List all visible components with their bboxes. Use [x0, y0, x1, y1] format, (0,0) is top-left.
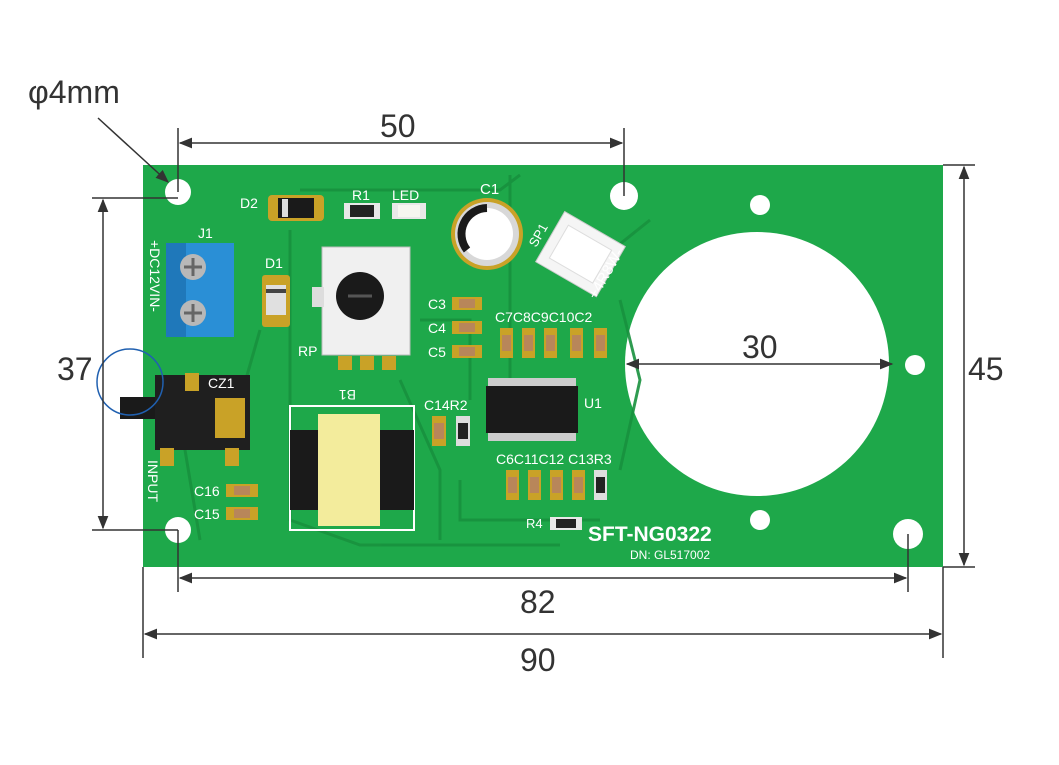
label-c7-row: C7C8C9C10C2	[495, 309, 592, 325]
model-number: SFT-NG0322	[588, 523, 712, 546]
speaker-connector-sp1	[535, 210, 626, 298]
label-led: LED	[392, 187, 419, 203]
label-cz1: CZ1	[208, 375, 235, 391]
capacitors-c16-c15	[226, 484, 258, 520]
capacitor-c1	[451, 198, 523, 270]
speaker-hole-right	[905, 355, 925, 375]
audio-jack-cz1	[120, 373, 250, 466]
dimension-37-label: 37	[57, 351, 93, 387]
label-b1: B1	[339, 387, 356, 403]
dimension-30-label: 30	[742, 329, 778, 365]
label-d1: D1	[265, 255, 283, 271]
label-input: INPUT	[145, 460, 161, 502]
label-c5: C5	[428, 344, 446, 360]
label-power-input: +DC12VIN-	[147, 240, 163, 312]
hole-leader-line	[97, 117, 169, 183]
pcb-board: D2 R1 LED C1 SP1 +4R8W-	[96, 165, 943, 567]
dimension-90-label: 90	[520, 642, 556, 678]
resistor-r4	[550, 517, 582, 530]
led	[392, 203, 426, 219]
dimension-labels: φ4mm 50 37 45 30 82 90	[28, 74, 1004, 678]
label-j1: J1	[198, 225, 213, 241]
potentiometer-rp	[312, 246, 411, 370]
capacitors-c3-c5	[452, 297, 482, 358]
hole-marker-circle	[96, 348, 164, 416]
label-u1: U1	[584, 395, 602, 411]
label-c3: C3	[428, 296, 446, 312]
label-r4: R4	[526, 516, 543, 531]
label-c16: C16	[194, 483, 220, 499]
transformer-b1	[289, 405, 415, 531]
ic-u1	[486, 378, 578, 441]
dimension-45-label: 45	[968, 351, 1004, 387]
label-c6-row: C6C11C12 C13R3	[496, 451, 612, 467]
label-c1: C1	[480, 181, 499, 198]
hole-diameter-label: φ4mm	[28, 74, 120, 110]
dimension-50-label: 50	[380, 108, 416, 144]
speaker-hole-bottom	[750, 510, 770, 530]
resistor-r1	[344, 203, 380, 219]
dn-code: DN: GL517002	[630, 548, 710, 562]
label-c4: C4	[428, 320, 446, 336]
label-c14r2: C14R2	[424, 397, 468, 413]
label-rp: RP	[298, 343, 317, 359]
capacitors-c7-c2	[500, 328, 607, 358]
diode-d1	[262, 275, 290, 327]
terminal-block-j1	[166, 243, 234, 337]
diode-d2	[268, 195, 324, 221]
dimension-annotations	[92, 117, 975, 658]
label-c15: C15	[194, 506, 220, 522]
label-d2: D2	[240, 195, 258, 211]
speaker-hole-top	[750, 195, 770, 215]
components-c6-r3	[506, 470, 607, 500]
dimension-82-label: 82	[520, 584, 556, 620]
label-r1: R1	[352, 187, 370, 203]
components-c14-r2	[432, 416, 470, 446]
